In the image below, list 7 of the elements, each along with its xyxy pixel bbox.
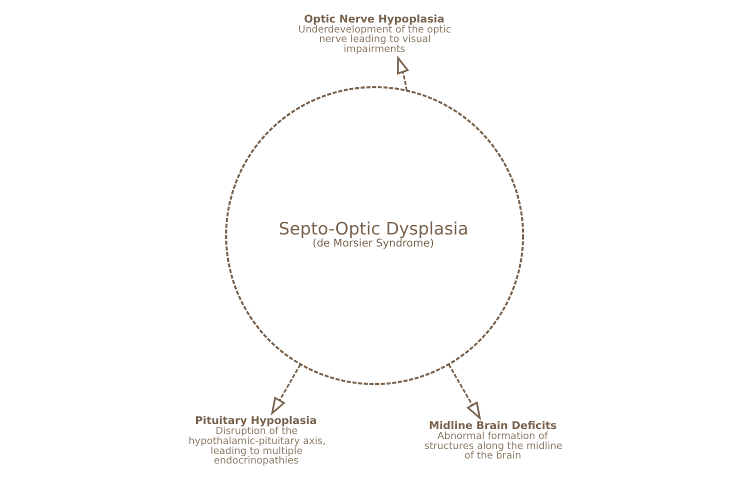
node-circle: Septo-Optic Dysplasia (de Morsier Syndrome) [225,86,524,386]
arrow [396,55,410,91]
arrow [448,364,482,420]
arrow [270,364,302,416]
node-text: Optic Nerve Hypoplasia Underdevelopment of the optic nerve leading to visual impairments [298,13,452,55]
node-text: Midline Brain Deficits Abnormal formation of structures along the midline of the brain [424,420,562,462]
node-text: Pituitary Hypoplasia Disruption of the hypothalamic-pituitary axis, leading to multiple endocrinopathies [188,415,326,467]
